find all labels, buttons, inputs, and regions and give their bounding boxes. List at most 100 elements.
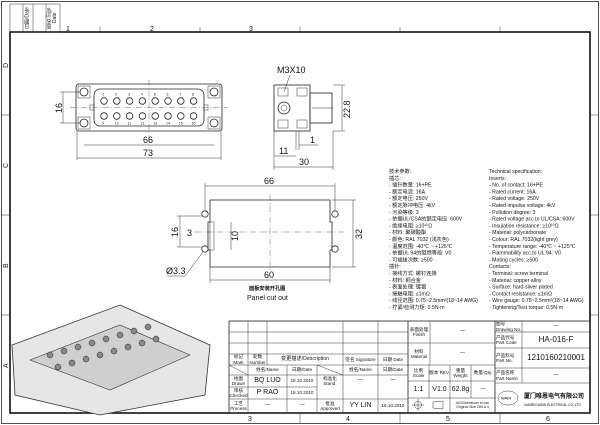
date-header: 日期 Date: [382, 356, 404, 362]
screw-label: M3X10: [277, 65, 306, 75]
photo-contact: [138, 339, 146, 347]
description-header: 变更描述/Description: [280, 355, 330, 362]
photo-contact: [74, 343, 82, 351]
pin-contact: [164, 112, 172, 120]
stand-label: 标准化 Stand.: [323, 375, 337, 386]
row-d: D: [3, 63, 10, 68]
signature-header: 签名 Signature: [345, 356, 376, 362]
approved-name: YY LIN: [349, 402, 372, 410]
front-dim-66: 66: [143, 135, 153, 145]
spec-cn-line: - 材料: 聚碳酸酯: [389, 228, 426, 236]
original-size-note: Original Size DIN A 4: [456, 404, 489, 409]
front-dim-73: 73: [143, 148, 153, 158]
zone-bottom-4: 4: [346, 416, 350, 423]
pin-contact: [113, 112, 121, 120]
spec-en-line: Contacts:: [489, 264, 511, 270]
photo-contact: [102, 335, 110, 343]
pin-number: 12: [140, 122, 144, 126]
material-value: —: [459, 350, 466, 357]
spec-cn-line: 插芯:: [389, 174, 401, 182]
qty-value: —: [480, 385, 486, 392]
pin-contact: [189, 112, 198, 120]
rev-label: 版本 REV.: [429, 370, 450, 376]
spec-cn-line: - 颜色: RAL 7032 (浅灰色): [389, 235, 449, 243]
cutout-dim-66: 66: [264, 176, 274, 186]
spec-en-line: - Surface: hard-silver plated: [489, 285, 553, 291]
finish-label: 表面处理 Finish: [409, 326, 429, 337]
pin-contact: [113, 97, 121, 105]
qty-label: 数量 Qty.: [473, 370, 493, 376]
approved-date: 18.10.2010: [381, 403, 405, 409]
number-header: 处数 Number: [249, 354, 266, 365]
pin-number: 1: [103, 93, 105, 97]
spec-cn-line: 插针:: [389, 262, 401, 270]
drawing-no-label: 图号 Drawing No.: [496, 321, 522, 332]
photo-contact: [68, 359, 76, 367]
rev-value: V1.0: [432, 385, 447, 393]
part-no-label: 产品料号 Part No.: [496, 352, 515, 363]
date-header-right: 日期/Date: [382, 367, 404, 373]
projection-symbol-icon: [412, 399, 444, 411]
cutout-dim-16: 16: [170, 227, 180, 237]
photo-contact: [88, 339, 96, 347]
connector-illustration: [11, 304, 211, 416]
drawn-label: 绘图 Drawn: [231, 375, 246, 386]
spec-en-line: - Rated current: 16A: [489, 189, 536, 195]
pin-number: 5: [154, 93, 156, 97]
photo-contact: [110, 347, 118, 355]
cutout-dim-60: 60: [264, 270, 274, 280]
pin-contact: [138, 112, 147, 120]
front-dim-16: 16: [54, 103, 64, 113]
cutout-caption-cn: 面板安装开孔图: [249, 284, 285, 292]
material-label: 材料 Material: [410, 348, 428, 359]
stand-name: —: [357, 377, 364, 384]
photo-contact: [144, 323, 152, 331]
cutout-dim-32: 32: [354, 229, 364, 239]
process-name: —: [264, 402, 271, 409]
cutout-dim-hole: Ø3.3: [166, 266, 186, 276]
side-dim-22-8: 22.8: [342, 100, 352, 118]
spec-en-line: - Material: copper alloy: [489, 278, 542, 284]
weight-value: 62.8g: [451, 385, 470, 393]
part-name-value: —: [553, 371, 559, 378]
zone-bottom-5: 5: [446, 416, 450, 423]
pin-number: 2: [115, 93, 117, 97]
pin-contact: [138, 97, 147, 105]
spec-cn-line: - 接线方式: 螺钉连接: [389, 269, 437, 277]
photo-contact: [152, 335, 160, 343]
photo-contact: [130, 327, 138, 335]
panel-cutout-view: 66 60 32 16 3 10 Ø3.3 面板安装开孔图 Panel cut …: [166, 176, 364, 302]
spec-en-line: - Temperature range: -40℃ ~ +125℃: [489, 244, 576, 250]
scale-label: 比例 Scale: [412, 367, 425, 378]
pin-contact: [100, 112, 108, 120]
pin-contact: [125, 112, 134, 120]
spec-en-line: - No. of contact: 16+PE: [489, 183, 543, 189]
spec-cn-line: - 插针数量: 16+PE: [389, 181, 432, 189]
zone-3: 3: [249, 26, 253, 33]
spec-cn-line: - 接触电阻: ≤1mΩ: [389, 289, 430, 297]
spec-en-line: - Pollution degree: 3: [489, 210, 536, 216]
pin-number: 11: [128, 122, 132, 126]
spec-cn-line: - 额定脉冲电压: 4kV: [389, 201, 436, 209]
photo-contact: [60, 347, 68, 355]
photo-contact: [46, 351, 54, 359]
pin-contact: [189, 97, 198, 105]
stand-date: —: [390, 377, 396, 384]
spec-en-line: - Colour: RAL 7032(light grey): [489, 237, 558, 243]
row-a: A: [3, 363, 10, 368]
part-code-label: 产品代号 Part Code: [496, 334, 517, 345]
drawing-no-value: —: [553, 322, 559, 329]
side-view: M3X10 22.8 1 11 30: [273, 65, 352, 170]
spec-cn-line: - 额定电流: 16A: [389, 187, 426, 195]
photo-contact: [96, 351, 104, 359]
corner-label-box: 日期/Date 签名 Sign Date: [9, 3, 61, 33]
corner-sign-label: 签名 Sign Date: [46, 7, 59, 29]
pin-number: 7: [179, 93, 181, 97]
part-no-value: 1210160210001: [527, 352, 585, 362]
logo-text: WAIN: [501, 396, 511, 401]
pin-contact: [177, 112, 185, 120]
title-block: 标记 Mark 处数 Number 变更描述/Description 签名 Si…: [228, 320, 591, 414]
pin-number: 16: [192, 122, 196, 126]
